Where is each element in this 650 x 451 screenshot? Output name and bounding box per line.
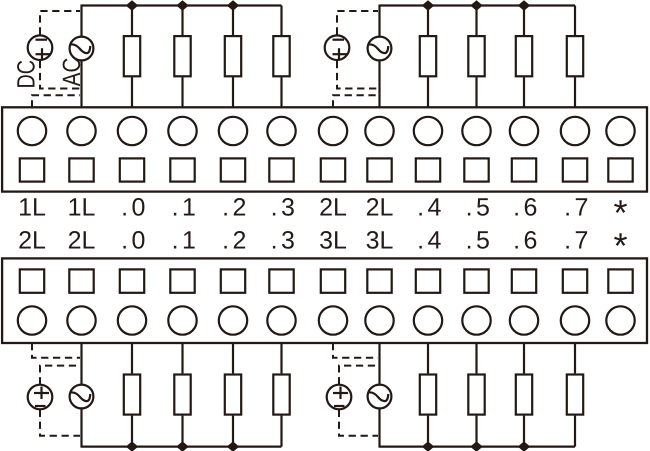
svg-text:.1: .1	[172, 194, 200, 222]
svg-text:.0: .0	[121, 194, 149, 222]
svg-text:DC: DC	[13, 60, 41, 89]
svg-text:1L: 1L	[18, 194, 46, 222]
svg-text:.7: .7	[564, 227, 592, 255]
svg-text:.6: .6	[513, 227, 541, 255]
svg-text:.2: .2	[222, 194, 250, 222]
svg-text:.3: .3	[271, 194, 299, 222]
svg-text:.3: .3	[271, 227, 299, 255]
svg-text:.2: .2	[222, 227, 250, 255]
svg-text:.7: .7	[564, 194, 592, 222]
svg-text:.4: .4	[417, 194, 445, 222]
svg-text:.1: .1	[172, 227, 200, 255]
svg-text:.5: .5	[466, 194, 494, 222]
svg-text:1L: 1L	[68, 194, 96, 222]
svg-text:2L: 2L	[68, 227, 96, 255]
svg-text:3L: 3L	[366, 227, 394, 255]
svg-text:.4: .4	[417, 227, 445, 255]
svg-text:2L: 2L	[319, 194, 347, 222]
svg-text:*: *	[613, 225, 627, 266]
svg-text:2L: 2L	[366, 194, 394, 222]
svg-text:.6: .6	[513, 194, 541, 222]
svg-text:3L: 3L	[319, 227, 347, 255]
svg-text:AC: AC	[58, 58, 86, 87]
svg-text:2L: 2L	[18, 227, 46, 255]
svg-text:.0: .0	[121, 227, 149, 255]
svg-text:.5: .5	[466, 227, 494, 255]
svg-text:*: *	[613, 192, 627, 233]
